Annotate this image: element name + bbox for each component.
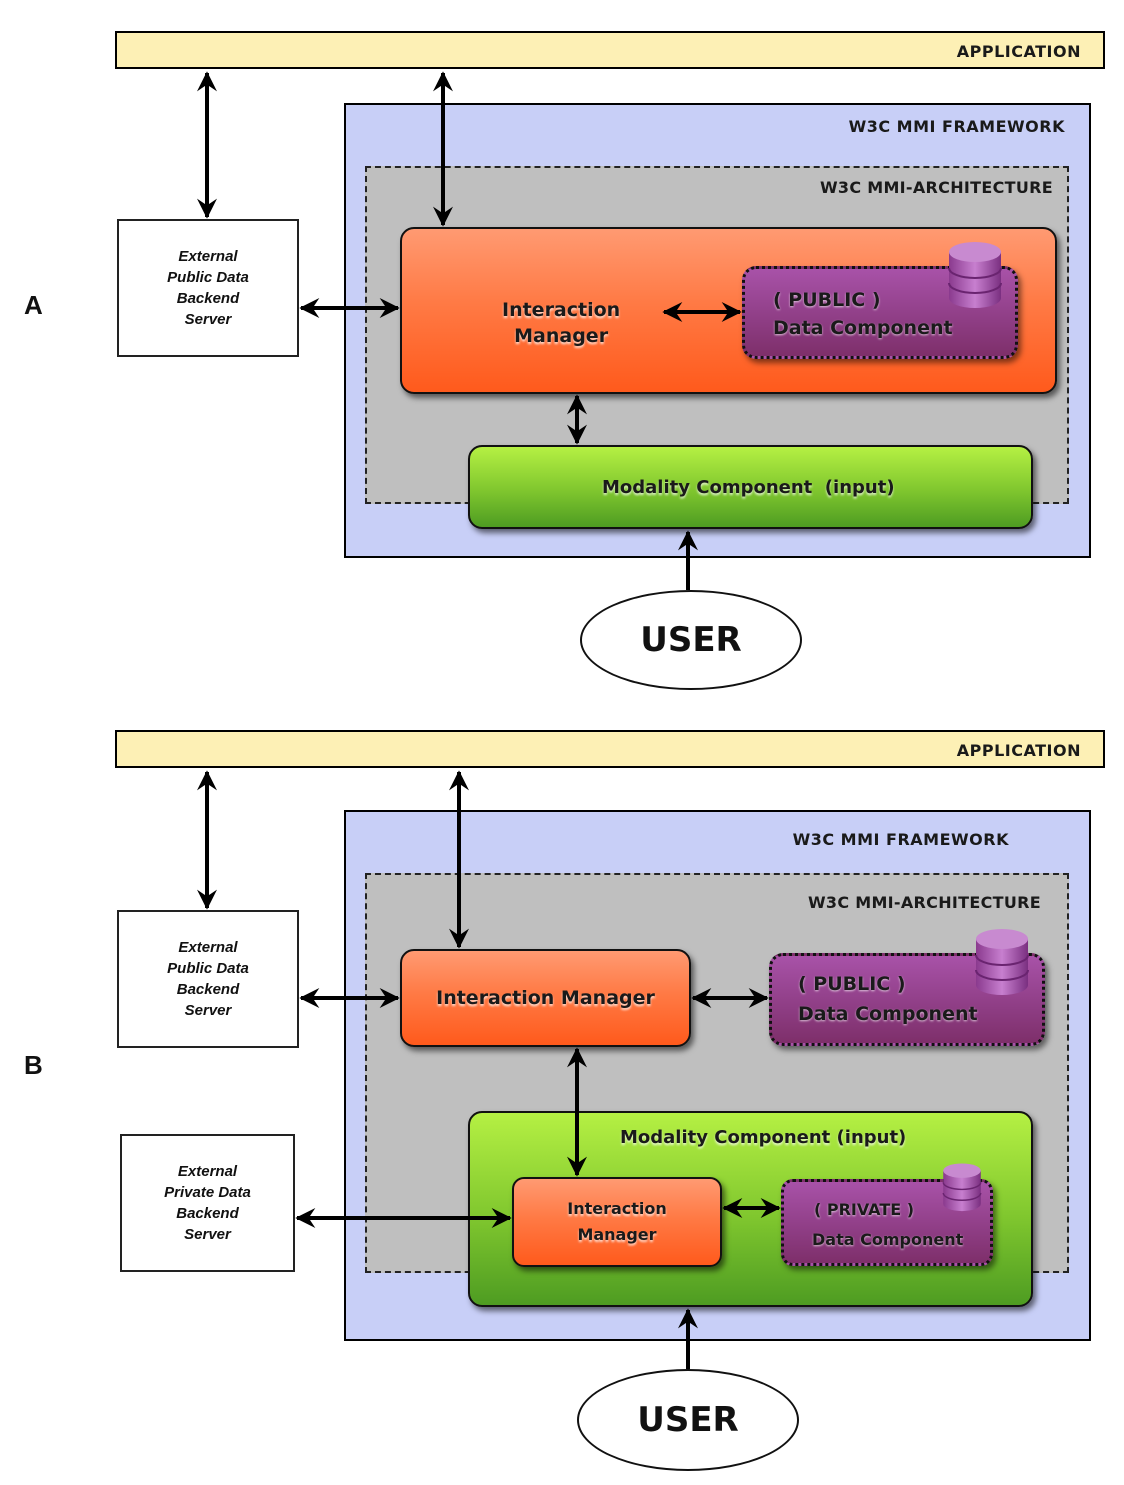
external-public-data-server-label: External Public Data Backend Server — [167, 939, 249, 1019]
inner-interaction-manager-label: Interaction Manager — [567, 1199, 667, 1244]
external-private-data-server-label: External Private Data Backend Server — [164, 1163, 251, 1243]
application-bar: APPLICATION — [115, 730, 1105, 768]
data-component-scope: ( PUBLIC ) — [798, 973, 906, 995]
user-node: USER — [580, 590, 802, 690]
data-component-label: Data Component — [798, 1003, 978, 1025]
architecture-label: W3C MMI-ARCHITECTURE — [807, 893, 1041, 912]
section-letter-a: A — [24, 290, 43, 320]
modality-component: Modality Component (input) — [468, 445, 1033, 529]
interaction-manager: Interaction Manager — [400, 949, 691, 1047]
data-component-label: Data Component — [773, 317, 953, 339]
application-bar: APPLICATION — [115, 31, 1105, 69]
user-label: USER — [637, 1400, 739, 1440]
user-label: USER — [640, 620, 742, 660]
framework-label: W3C MMI FRAMEWORK — [792, 830, 1009, 849]
modality-component-label: Modality Component (input) — [602, 477, 895, 498]
architecture-label: W3C MMI-ARCHITECTURE — [819, 178, 1053, 197]
application-label: APPLICATION — [956, 42, 1081, 61]
data-component-scope: ( PUBLIC ) — [773, 289, 881, 311]
framework-label: W3C MMI FRAMEWORK — [848, 117, 1065, 136]
public-data-component: ( PUBLIC ) Data Component — [769, 953, 1045, 1046]
interaction-manager-label: Interaction Manager — [502, 299, 621, 347]
external-private-data-server: External Private Data Backend Server — [120, 1134, 295, 1272]
private-data-component-scope: ( PRIVATE ) — [814, 1200, 915, 1219]
external-public-data-server: External Public Data Backend Server — [117, 219, 299, 357]
interaction-manager-label: Interaction Manager — [436, 987, 655, 1009]
database-icon — [942, 1163, 982, 1212]
section-letter-b: B — [24, 1050, 43, 1080]
private-data-component-label: Data Component — [812, 1230, 964, 1249]
inner-interaction-manager: Interaction Manager — [512, 1177, 722, 1267]
database-icon — [975, 929, 1029, 995]
database-icon — [948, 242, 1002, 308]
external-public-data-server: External Public Data Backend Server — [117, 910, 299, 1048]
application-label: APPLICATION — [956, 741, 1081, 760]
external-public-data-server-label: External Public Data Backend Server — [167, 248, 249, 328]
modality-component-label: Modality Component (input) — [620, 1127, 907, 1148]
user-node: USER — [577, 1369, 799, 1471]
